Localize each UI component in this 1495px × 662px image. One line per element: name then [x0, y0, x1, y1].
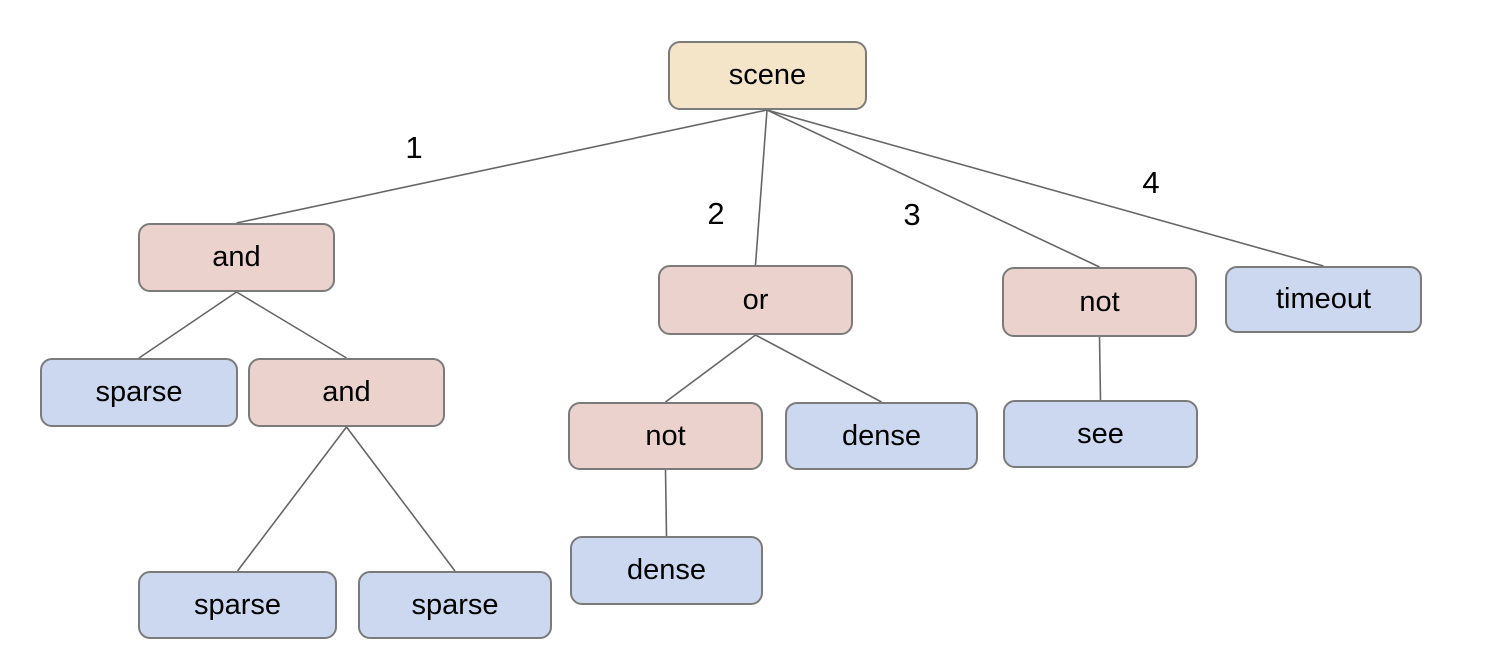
tree-node-scene: scene	[668, 41, 867, 110]
edge-not-see	[1098, 336, 1102, 401]
edge-and2-sparse2	[345, 426, 456, 572]
edge-label-4: 4	[1142, 165, 1160, 200]
edge-label-3: 3	[903, 197, 921, 232]
edge-and-sparse	[138, 291, 237, 359]
tree-node-sparse-1: sparse	[40, 358, 238, 427]
tree-node-sparse-2: sparse	[138, 571, 337, 639]
tree-node-sparse-3: sparse	[358, 571, 552, 639]
edge-or-not	[665, 334, 756, 403]
edge-label-1: 1	[405, 130, 423, 165]
edge-scene-or	[754, 109, 768, 266]
tree-node-and-1: and	[138, 223, 335, 292]
tree-node-not-1: not	[1002, 267, 1197, 337]
tree-node-and-2: and	[248, 358, 445, 427]
edge-and2-sparse	[236, 426, 348, 572]
edge-label-2: 2	[707, 196, 725, 231]
edge-and-and	[236, 291, 347, 359]
tree-node-timeout: timeout	[1225, 266, 1422, 333]
edge-scene-timeout	[766, 109, 1324, 267]
tree-node-dense-1: dense	[785, 402, 978, 470]
edge-scene-not	[766, 109, 1100, 268]
tree-node-or: or	[658, 265, 853, 335]
edge-or-dense	[755, 334, 882, 403]
tree-node-dense-2: dense	[570, 536, 763, 605]
tree-node-not-2: not	[568, 402, 763, 470]
edge-not2-dense	[664, 469, 668, 537]
tree-node-see: see	[1003, 400, 1198, 468]
edge-scene-and	[236, 109, 768, 224]
